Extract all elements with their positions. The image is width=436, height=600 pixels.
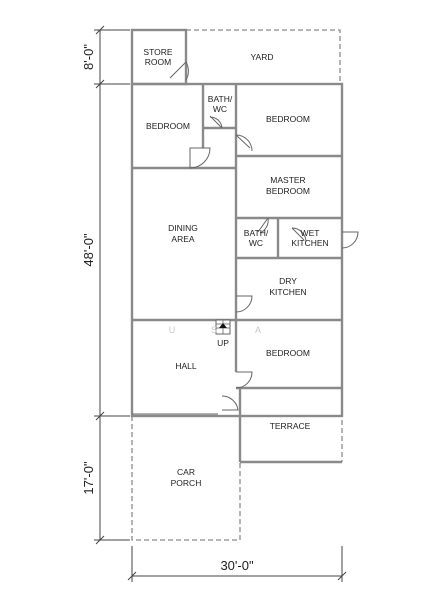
car-porch-label: PORCH bbox=[171, 478, 202, 488]
terrace-label: TERRACE bbox=[270, 421, 311, 431]
hall-label: HALL bbox=[175, 361, 197, 371]
bath-mid-door bbox=[257, 217, 269, 234]
room-labels: STORE ROOM YARD BEDROOM BATH/ WC BEDROOM… bbox=[143, 47, 328, 488]
bedroom-front-label: BEDROOM bbox=[266, 348, 310, 358]
store-room-label: STORE bbox=[143, 47, 172, 57]
dimension-width-label: 30'-0" bbox=[220, 558, 254, 573]
wet-kitchen-outer-door bbox=[341, 231, 359, 249]
wet-kitchen-label: KITCHEN bbox=[291, 238, 328, 248]
hall-front-door bbox=[221, 395, 239, 411]
bath-mid-label: BATH/ bbox=[244, 228, 269, 238]
wet-kitchen-inner-door bbox=[291, 227, 307, 243]
dimension-middle-label: 48'-0" bbox=[81, 233, 96, 267]
car-porch-label: CAR bbox=[177, 467, 195, 477]
bedroom-right-door bbox=[235, 134, 253, 152]
store-room-door bbox=[169, 61, 189, 81]
dining-area-label: DINING bbox=[168, 223, 198, 233]
watermark: U S A bbox=[169, 325, 261, 335]
master-bedroom-label: BEDROOM bbox=[266, 186, 310, 196]
wet-kitchen-label: WET bbox=[301, 228, 320, 238]
dashed-outlines bbox=[131, 29, 343, 541]
bath-top-door bbox=[209, 115, 223, 129]
watermark-letter: A bbox=[255, 325, 261, 335]
dry-kitchen-door bbox=[235, 295, 253, 313]
stair bbox=[215, 319, 231, 335]
dining-area-label: AREA bbox=[171, 234, 194, 244]
stair-up-label: UP bbox=[217, 338, 229, 348]
bedroom-left-label: BEDROOM bbox=[146, 121, 190, 131]
store-room-label: ROOM bbox=[145, 57, 171, 67]
bath-top-label: WC bbox=[213, 104, 227, 114]
bath-mid-label: WC bbox=[249, 238, 263, 248]
bedroom-left-door bbox=[189, 147, 211, 169]
doors bbox=[132, 61, 359, 415]
bath-top-label: BATH/ bbox=[208, 94, 233, 104]
yard-outline bbox=[186, 29, 341, 84]
car-porch-outline bbox=[131, 416, 241, 541]
dimension-top-label: 8'-0" bbox=[81, 44, 96, 70]
yard-label: YARD bbox=[251, 52, 274, 62]
dry-kitchen-label: KITCHEN bbox=[269, 287, 306, 297]
watermark-letter: S bbox=[211, 325, 217, 335]
watermark-letter: U bbox=[169, 325, 176, 335]
bedroom-right-label: BEDROOM bbox=[266, 114, 310, 124]
front-bedroom-door bbox=[235, 371, 253, 389]
master-bedroom-label: MASTER bbox=[270, 175, 305, 185]
dimension-lines: 8'-0" 48'-0" 17'-0" 30'-0" bbox=[81, 25, 347, 582]
dimension-bottom-label: 17'-0" bbox=[81, 461, 96, 495]
dry-kitchen-label: DRY bbox=[279, 276, 297, 286]
stair-up-arrow-icon bbox=[219, 323, 227, 328]
